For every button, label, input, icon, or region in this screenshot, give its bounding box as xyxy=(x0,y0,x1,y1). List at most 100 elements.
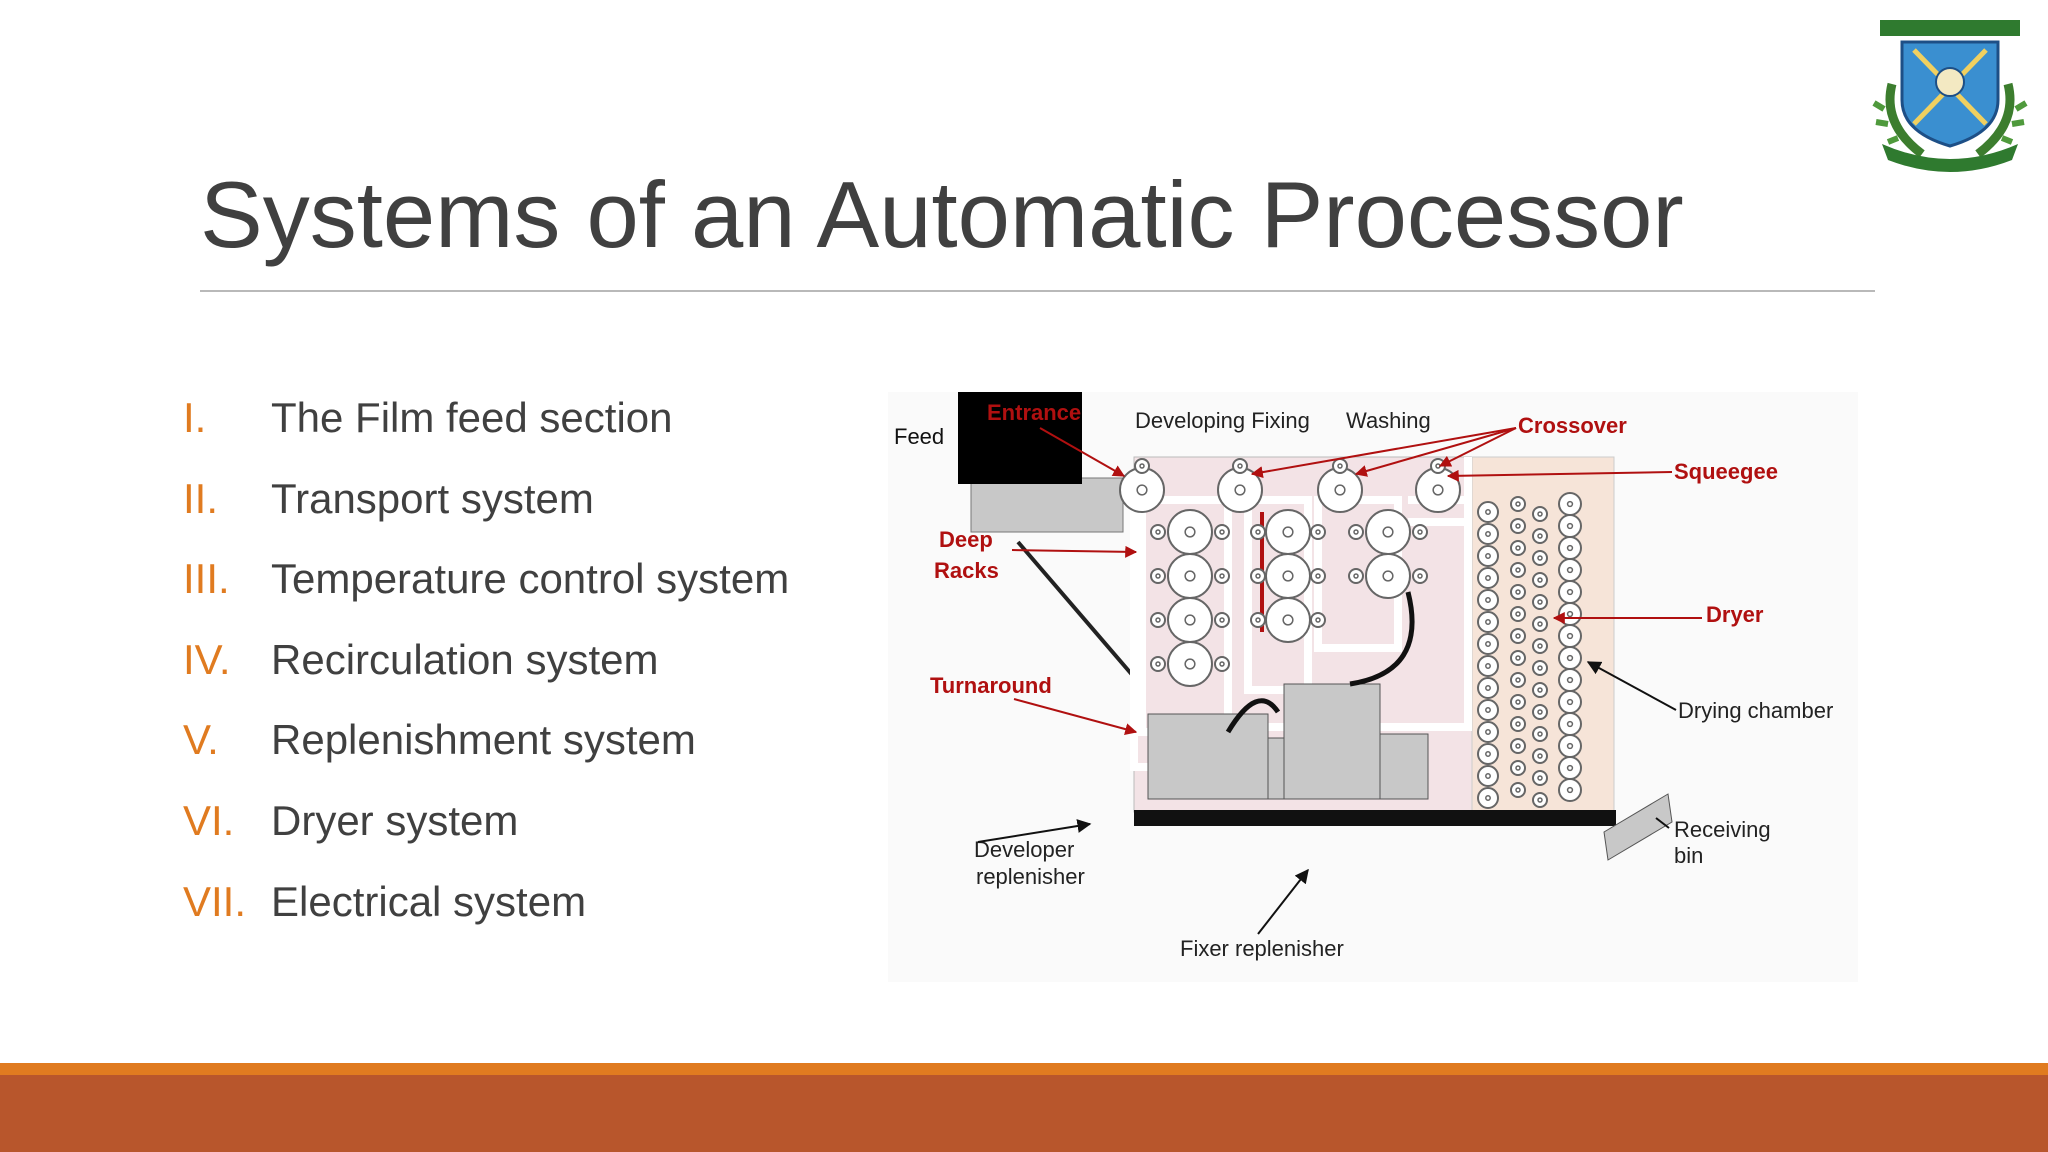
list-item-label: Replenishment system xyxy=(271,716,696,764)
roller xyxy=(1332,458,1348,474)
roller xyxy=(1510,760,1526,776)
crossover-label: Crossover xyxy=(1518,413,1627,438)
roller xyxy=(1477,589,1499,611)
roller xyxy=(1558,734,1582,758)
roller xyxy=(1477,721,1499,743)
roller xyxy=(1532,594,1548,610)
roller xyxy=(1217,467,1263,513)
roller xyxy=(1310,612,1326,628)
roller xyxy=(1250,524,1266,540)
entrance-label: Entrance xyxy=(987,400,1081,425)
entrance-box xyxy=(958,392,1082,484)
roller xyxy=(1532,638,1548,654)
roller xyxy=(1348,568,1364,584)
list-item-label: Transport system xyxy=(271,474,594,522)
roller xyxy=(1214,612,1230,628)
deep-label: Deep xyxy=(939,527,993,552)
roller xyxy=(1167,509,1213,555)
roller xyxy=(1532,660,1548,676)
roller xyxy=(1477,567,1499,589)
bin-label: bin xyxy=(1674,843,1703,868)
roller xyxy=(1477,655,1499,677)
roller xyxy=(1150,612,1166,628)
university-crest-icon xyxy=(1872,20,2028,172)
roller xyxy=(1167,553,1213,599)
dryer-label: Dryer xyxy=(1706,602,1764,627)
roller xyxy=(1317,467,1363,513)
roller xyxy=(1558,712,1582,736)
roller xyxy=(1167,597,1213,643)
roller xyxy=(1558,514,1582,538)
roller xyxy=(1412,568,1428,584)
roller xyxy=(1532,682,1548,698)
roller xyxy=(1265,597,1311,643)
roller xyxy=(1477,523,1499,545)
roller xyxy=(1477,787,1499,809)
roller xyxy=(1510,672,1526,688)
roller xyxy=(1250,612,1266,628)
list-item-number: V. xyxy=(183,716,219,764)
roller xyxy=(1532,572,1548,588)
roller xyxy=(1214,656,1230,672)
list-item-label: Recirculation system xyxy=(271,635,659,683)
roller xyxy=(1150,656,1166,672)
roller xyxy=(1477,633,1499,655)
developer-label: Developer xyxy=(974,837,1074,862)
roller xyxy=(1558,602,1582,626)
roller xyxy=(1510,694,1526,710)
roller xyxy=(1510,518,1526,534)
roller xyxy=(1167,641,1213,687)
roller xyxy=(1558,580,1582,604)
washing-label: Washing xyxy=(1346,408,1431,433)
feed-label: Feed xyxy=(894,424,944,449)
roller xyxy=(1558,690,1582,714)
roller-groups xyxy=(1119,458,1582,809)
roller xyxy=(1532,528,1548,544)
roller xyxy=(1510,716,1526,732)
processor-diagram: Feed Entrance Deep Racks Turnaround Cros… xyxy=(888,392,1858,982)
drying-chamber-label: Drying chamber xyxy=(1678,698,1833,723)
list-item-number: III. xyxy=(183,555,230,603)
roller xyxy=(1365,509,1411,555)
roller xyxy=(1265,509,1311,555)
developer-replenisher-tank xyxy=(1147,713,1269,800)
footer-accent-bar xyxy=(0,1063,2048,1075)
roller xyxy=(1214,524,1230,540)
list-item-number: VII. xyxy=(183,877,247,925)
roller xyxy=(1412,524,1428,540)
roller xyxy=(1415,467,1461,513)
roller xyxy=(1532,726,1548,742)
fixer-replenisher-tank xyxy=(1283,683,1381,800)
roller xyxy=(1477,765,1499,787)
roller xyxy=(1532,792,1548,808)
roller xyxy=(1510,562,1526,578)
roller xyxy=(1477,501,1499,523)
roller xyxy=(1510,606,1526,622)
roller xyxy=(1532,748,1548,764)
replenisher-label: replenisher xyxy=(976,864,1085,889)
roller xyxy=(1558,668,1582,692)
roller xyxy=(1532,704,1548,720)
roller xyxy=(1558,778,1582,802)
roller xyxy=(1510,496,1526,512)
receiving-label: Receiving xyxy=(1674,817,1771,842)
roller xyxy=(1510,628,1526,644)
roller xyxy=(1558,558,1582,582)
footer-bar xyxy=(0,1075,2048,1152)
roller xyxy=(1510,782,1526,798)
roller xyxy=(1265,553,1311,599)
slide-title: Systems of an Automatic Processor xyxy=(200,162,1684,267)
list-item-number: I. xyxy=(183,394,207,441)
list-item-label: Electrical system xyxy=(271,877,587,925)
roller xyxy=(1134,458,1150,474)
roller xyxy=(1348,524,1364,540)
roller xyxy=(1477,699,1499,721)
roller xyxy=(1232,458,1248,474)
roller xyxy=(1430,458,1446,474)
roller xyxy=(1558,492,1582,516)
roller xyxy=(1477,545,1499,567)
roller xyxy=(1310,568,1326,584)
roller xyxy=(1558,756,1582,780)
roller xyxy=(1365,553,1411,599)
